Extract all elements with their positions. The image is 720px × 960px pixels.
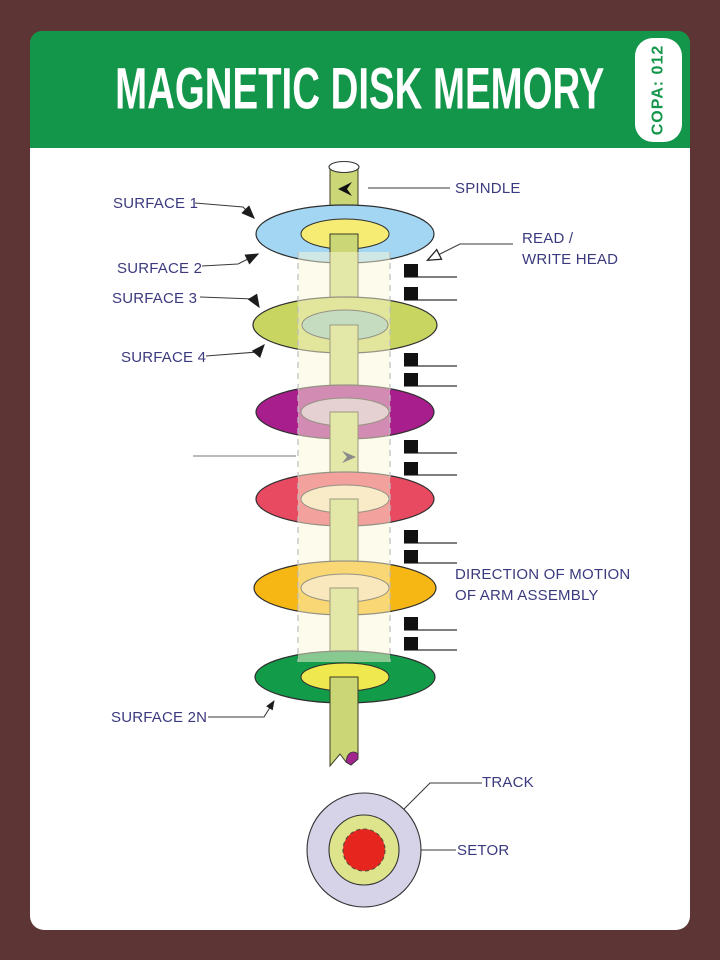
leader-lines <box>193 187 513 854</box>
page-title: MAGNETIC DISK MEMORY <box>115 57 605 122</box>
head-unit <box>404 353 457 367</box>
head-unit <box>404 373 457 387</box>
cross-section-sector <box>342 828 386 872</box>
poster-card: MAGNETIC DISK MEMORY COPA: 012 <box>30 31 690 930</box>
head-unit <box>404 617 457 631</box>
surface-4-leader <box>205 343 265 358</box>
read-write-head-label: READ / WRITE HEAD <box>522 230 619 268</box>
diagram-stage: SPINDLE SURFACE 1 SURFACE 2 SURFACE 3 SU… <box>30 148 690 930</box>
head-unit <box>404 530 457 544</box>
head-unit <box>404 462 457 476</box>
surface-2n-label: SURFACE 2N <box>111 709 208 726</box>
arm-assembly-band <box>297 252 391 662</box>
spindle-top-face <box>328 160 360 174</box>
head-unit <box>404 440 457 454</box>
spindle-rotation-arrow-icon <box>338 182 352 196</box>
track-label: TRACK <box>482 774 534 791</box>
surface-3-leader <box>199 293 260 309</box>
head-unit <box>404 550 457 564</box>
track-leader <box>394 782 482 819</box>
read-write-heads <box>404 264 457 651</box>
copa-code-text: COPA: 012 <box>649 44 667 136</box>
surface-1-label: SURFACE 1 <box>113 195 199 212</box>
poster-header: MAGNETIC DISK MEMORY COPA: 012 <box>30 31 690 148</box>
read-write-head-leader <box>428 243 513 260</box>
copa-code-badge: COPA: 012 <box>635 38 682 142</box>
surface-4-label: SURFACE 4 <box>121 349 207 366</box>
spindle-cut-end <box>345 751 359 766</box>
head-unit <box>404 637 457 651</box>
surface-2-label: SURFACE 2 <box>117 260 203 277</box>
spindle-label: SPINDLE <box>455 180 521 197</box>
direction-of-motion-label: DIRECTION OF MOTION OF ARM ASSEMBLY <box>455 566 631 604</box>
head-unit <box>404 287 457 301</box>
sector-label: SETOR <box>457 842 510 859</box>
platter-cross-section <box>306 792 422 908</box>
head-unit <box>404 264 457 278</box>
disk-stack-diagram <box>193 160 513 908</box>
surface-3-label: SURFACE 3 <box>112 290 198 307</box>
surface-1-leader <box>194 202 255 219</box>
arm-band-fill <box>298 252 390 662</box>
surface-2n-leader <box>208 700 275 718</box>
arm-motion-arrow-icon <box>342 451 356 463</box>
surface-2-leader <box>201 253 260 267</box>
